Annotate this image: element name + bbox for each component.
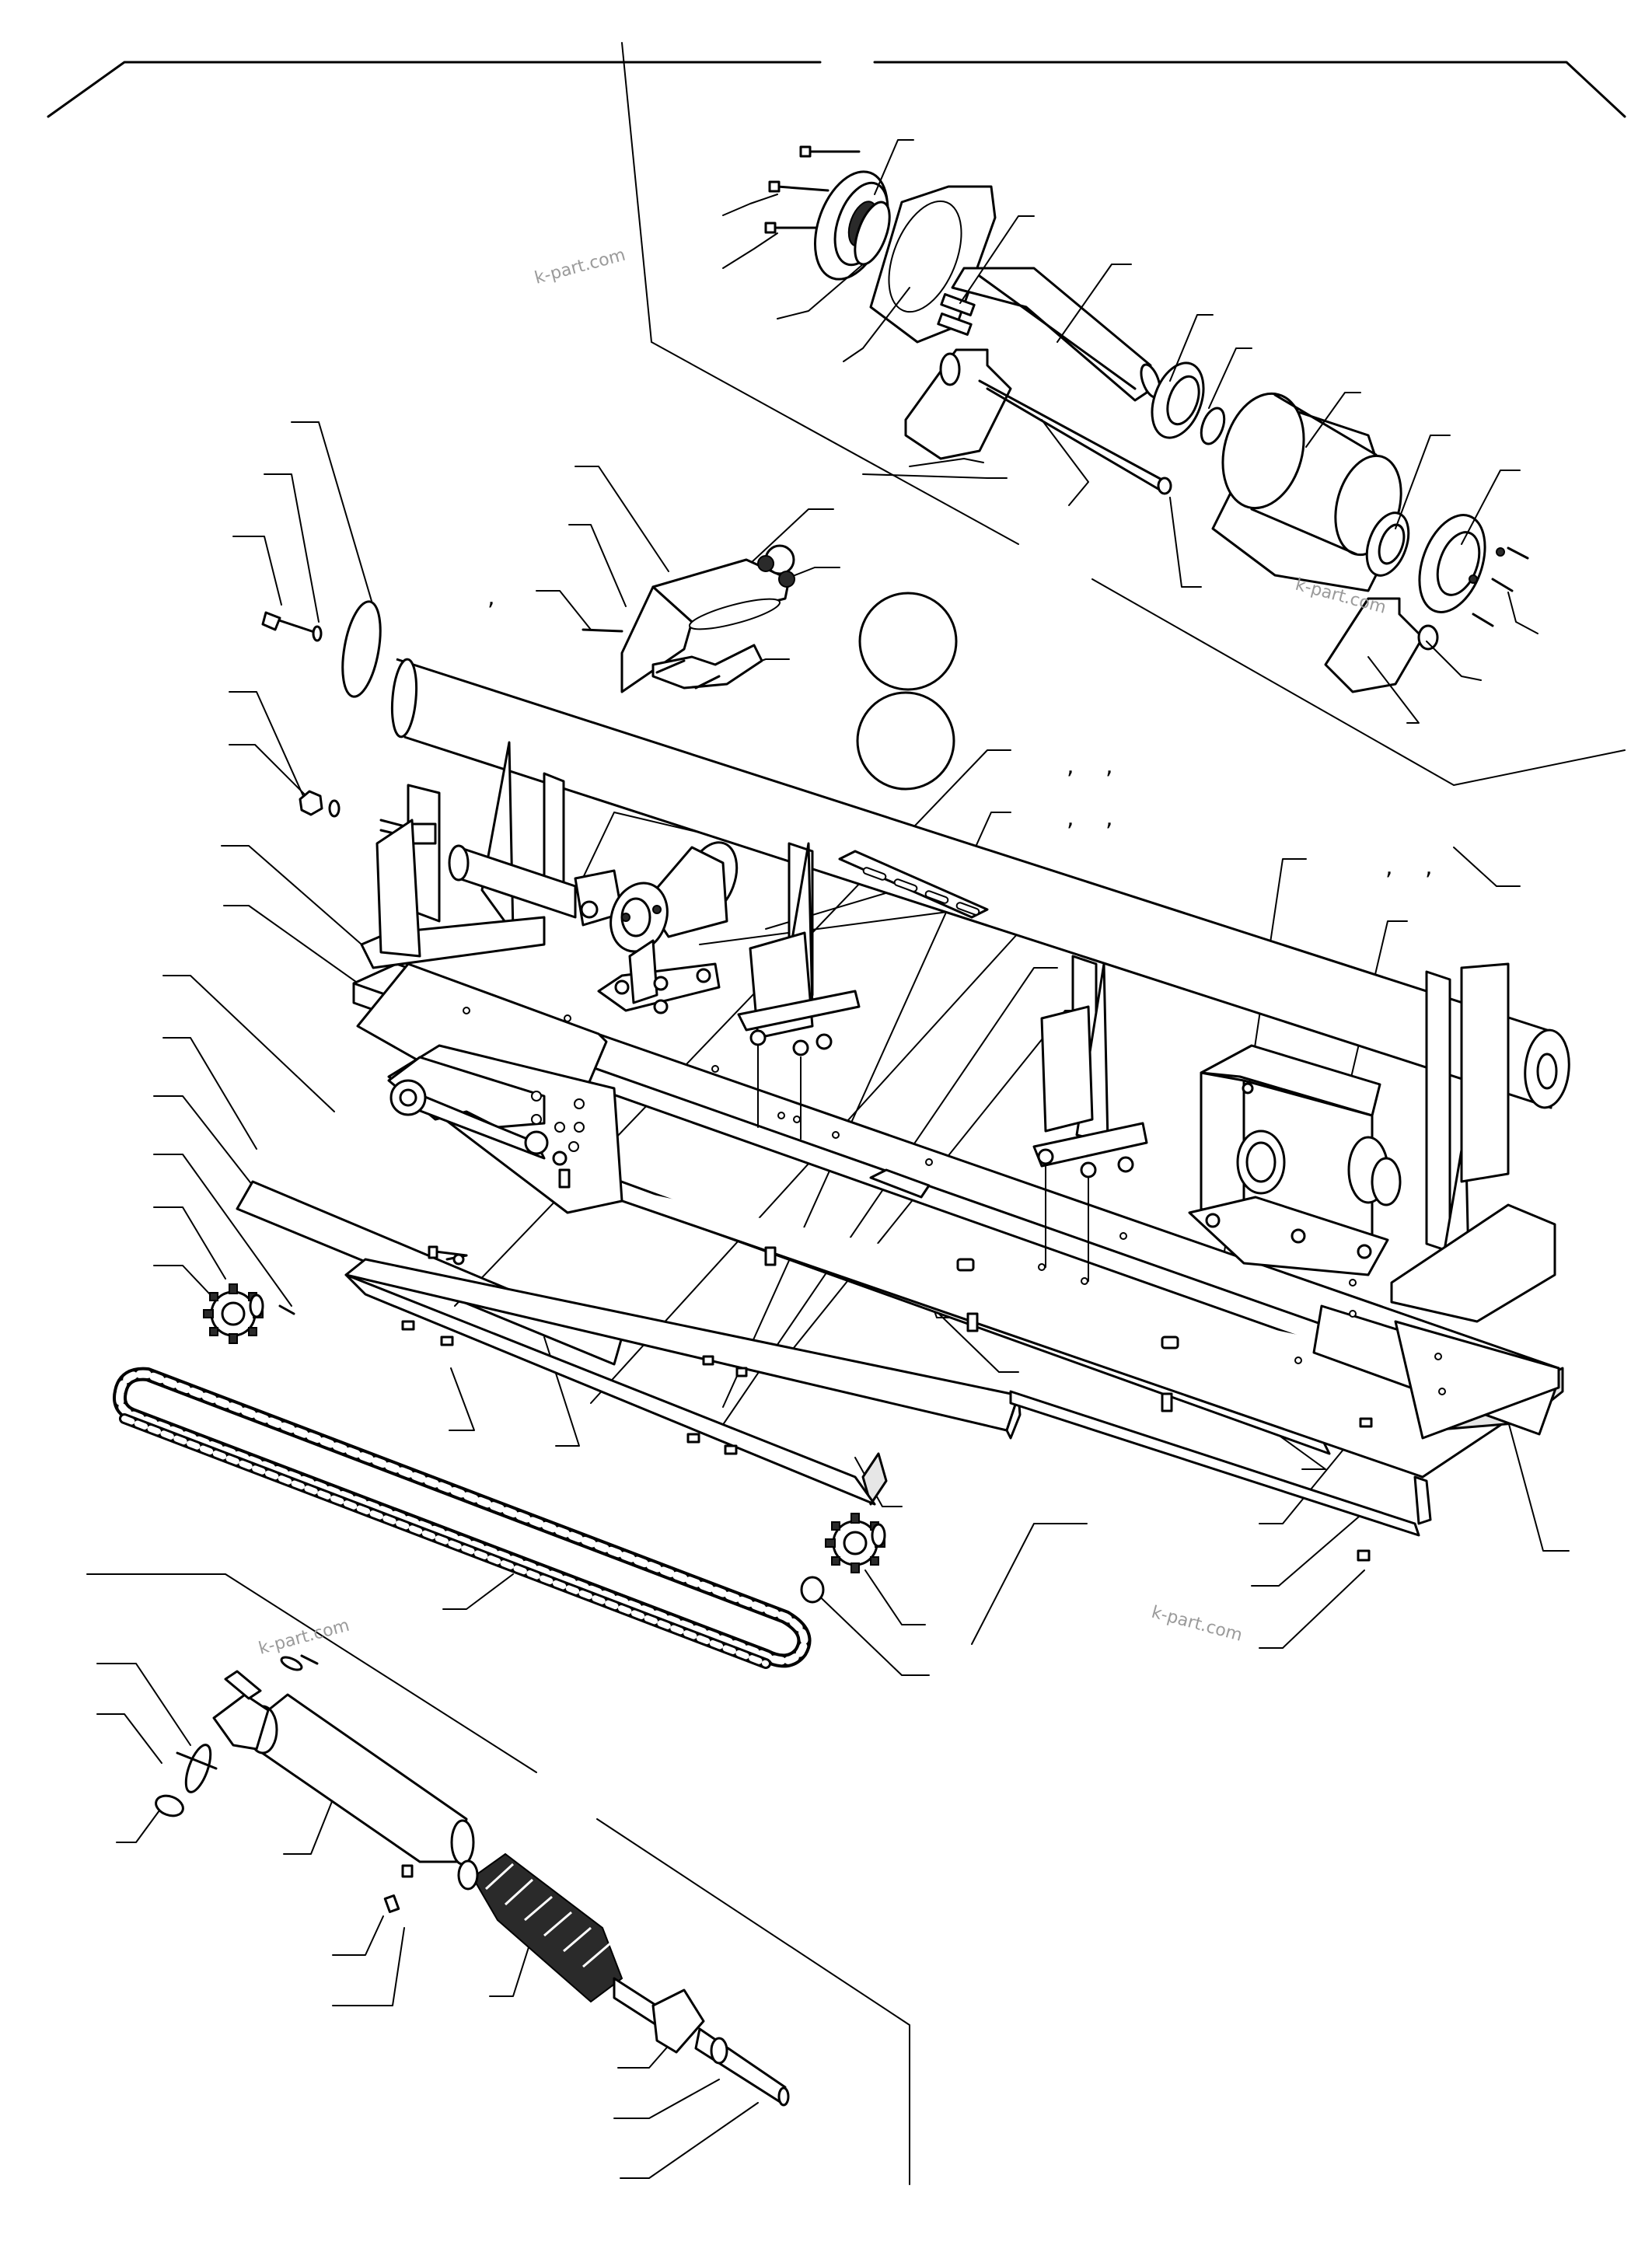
- hydraulic-cylinder: [360, 819, 623, 969]
- separator: ,: [1105, 805, 1113, 832]
- main-tube: [390, 658, 1570, 1109]
- gearbox: [1188, 1044, 1402, 1276]
- bearing-housing: [1211, 392, 1402, 592]
- separator: ,: [1067, 752, 1074, 780]
- end-disc-left: [261, 600, 382, 698]
- sprocket-right: [825, 1513, 886, 1573]
- separator: ,: [487, 584, 495, 611]
- post-plates: [737, 931, 1148, 1282]
- support-bracket-left: [904, 348, 1172, 495]
- bolt-holes: [463, 1007, 1446, 1395]
- watermark: k-part.com: [533, 246, 627, 288]
- callout-circle-1: [858, 592, 958, 691]
- bearing: [1151, 361, 1205, 439]
- top-frame: [47, 61, 1626, 118]
- bearing-right: [1365, 512, 1410, 577]
- watermark: k-part.com: [257, 1616, 351, 1659]
- support-bracket-right: [1324, 597, 1439, 693]
- callout-circle-2: [856, 691, 955, 791]
- slots: [862, 867, 980, 916]
- watermark: k-part.com: [1149, 1603, 1244, 1646]
- chain-ring: [800, 1576, 825, 1604]
- drive-chain: [113, 1367, 812, 1669]
- bolt-group-left: [764, 145, 861, 234]
- lower-plates: [236, 1007, 1446, 1562]
- seal-ring: [854, 201, 891, 266]
- small-screw: [278, 1304, 295, 1315]
- separator: ,: [1385, 854, 1393, 881]
- shaft-bearing-assembly: [764, 145, 1529, 693]
- shaft: [937, 267, 1161, 402]
- feed-screw-assembly: [155, 1654, 790, 2107]
- separator: ,: [1425, 854, 1433, 881]
- separator: ,: [1067, 805, 1074, 832]
- label-separators: , , , , , , ,: [487, 584, 1433, 881]
- leader-lines: [86, 42, 1626, 2185]
- snap-ring: [1200, 407, 1226, 445]
- sprocket-left: [203, 1283, 264, 1344]
- motor: [597, 841, 739, 1014]
- bolt-group-right: [1469, 546, 1529, 627]
- bearing-flange-right: [1418, 514, 1486, 613]
- callout-circles: [856, 592, 958, 791]
- separator: ,: [1105, 752, 1113, 780]
- nut-washer: [299, 790, 341, 818]
- plate-bolts: [401, 1245, 1373, 1562]
- dowel-pins: [558, 1168, 1173, 1412]
